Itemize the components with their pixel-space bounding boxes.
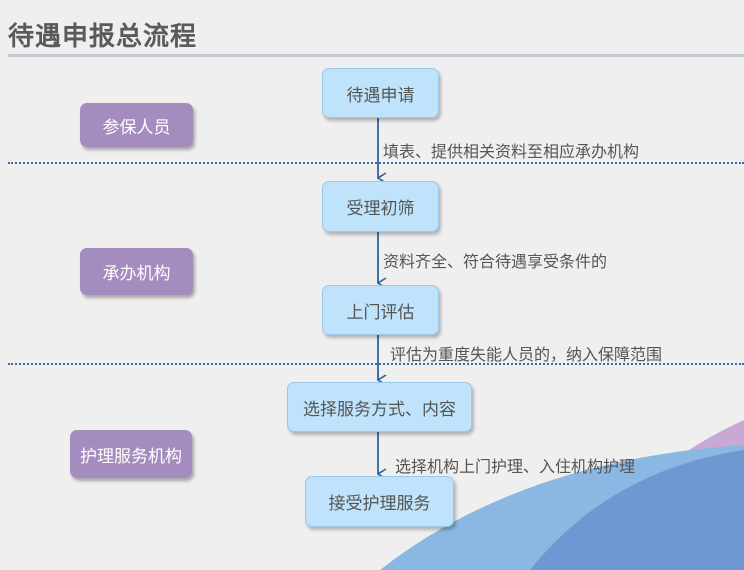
role-insured: 参保人员: [80, 103, 193, 147]
step-choose-service: 选择服务方式、内容: [287, 382, 472, 432]
transition-label: 评估为重度失能人员的，纳入保障范围: [390, 345, 663, 364]
role-agency: 承办机构: [80, 248, 193, 295]
step-apply: 待遇申请: [322, 68, 439, 118]
transition-label: 选择机构上门护理、入住机构护理: [395, 457, 636, 476]
step-receive-care: 接受护理服务: [305, 476, 454, 527]
lane-divider: [8, 363, 744, 365]
lane-divider: [8, 162, 744, 164]
page-title: 待遇申报总流程: [8, 22, 198, 52]
step-assessment: 上门评估: [322, 285, 439, 335]
title-underline: [8, 54, 744, 57]
role-care-provider: 护理服务机构: [70, 430, 192, 478]
transition-label: 填表、提供相关资料至相应承办机构: [383, 142, 640, 161]
transition-label: 资料齐全、符合待遇享受条件的: [383, 252, 608, 271]
step-screening: 受理初筛: [322, 181, 439, 232]
